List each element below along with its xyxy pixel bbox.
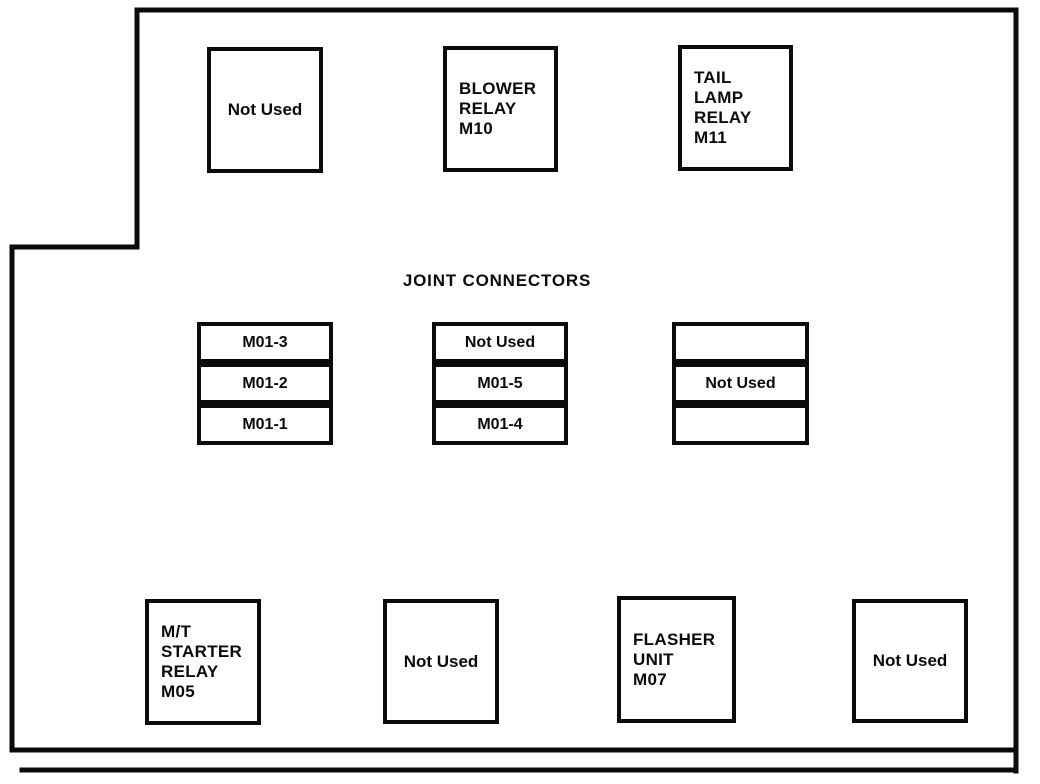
- joint-connector-stack-center: Not Used M01-5 M01-4: [432, 322, 568, 445]
- relay-box-not-used-top: Not Used: [207, 47, 323, 173]
- joint-connector-stack-right: Not Used: [672, 322, 809, 445]
- connector-cell-not-used: Not Used: [672, 363, 809, 404]
- relay-box-label: BLOWER RELAY M10: [459, 79, 537, 138]
- relay-box-label: Not Used: [227, 100, 303, 119]
- connector-cell-m01-5: M01-5: [432, 363, 568, 404]
- relay-box-label: FLASHER UNIT M07: [633, 629, 716, 689]
- relay-box-label: Not Used: [872, 651, 948, 670]
- relay-box-label: M/T STARTER RELAY M05: [161, 622, 243, 701]
- connector-cell-not-used: Not Used: [432, 322, 568, 363]
- relay-box-label: Not Used: [403, 651, 479, 671]
- joint-connector-stack-left: M01-3 M01-2 M01-1: [197, 322, 333, 445]
- relay-box-not-used-bottom-left: Not Used: [383, 599, 499, 724]
- relay-box-mt-starter-relay-m05: M/T STARTER RELAY M05: [145, 599, 261, 725]
- relay-box-label: TAIL LAMP RELAY M11: [694, 68, 752, 147]
- relay-box-not-used-bottom-right: Not Used: [852, 599, 968, 723]
- relay-box-tail-lamp-relay-m11: TAIL LAMP RELAY M11: [678, 45, 793, 171]
- connector-cell-m01-3: M01-3: [197, 322, 333, 363]
- connector-cell-m01-1: M01-1: [197, 404, 333, 445]
- relay-box-blower-relay-m10: BLOWER RELAY M10: [443, 46, 558, 172]
- connector-cell-blank-bottom: [672, 404, 809, 445]
- connector-cell-m01-4: M01-4: [432, 404, 568, 445]
- joint-connectors-title: JOINT CONNECTORS: [402, 271, 592, 290]
- connector-cell-blank-top: [672, 322, 809, 363]
- relay-box-flasher-unit-m07: FLASHER UNIT M07: [617, 596, 736, 723]
- connector-cell-m01-2: M01-2: [197, 363, 333, 404]
